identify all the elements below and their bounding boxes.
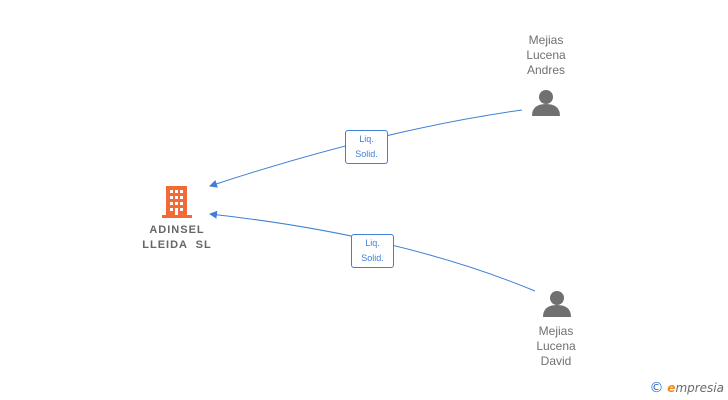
copyright-icon: © — [649, 380, 664, 396]
relation-label-line: Liq. — [359, 134, 374, 144]
relation-label-line: Solid. — [361, 253, 384, 263]
relation-label-line: Solid. — [355, 149, 378, 159]
person-name-line: Andres — [526, 63, 566, 77]
company-name-line: LLEIDA SL — [142, 239, 212, 251]
company-name-line: ADINSEL — [149, 224, 205, 236]
relation-label-line: Liq. — [365, 238, 380, 248]
building-icon[interactable] — [162, 186, 192, 218]
person-icon[interactable] — [543, 291, 571, 317]
brand-logo-e: e — [667, 381, 676, 395]
person-name-line: Mejias — [528, 33, 564, 47]
relation-label-andres[interactable]: Liq. Solid. — [345, 130, 388, 164]
person-label-andres[interactable]: Mejias Lucena Andres — [514, 33, 578, 78]
person-name-line: Lucena — [536, 339, 576, 353]
brand-watermark: © empresia — [649, 380, 724, 396]
person-name-line: Mejias — [538, 324, 574, 338]
person-name-line: Lucena — [526, 48, 566, 62]
person-name-line: David — [540, 354, 572, 368]
relation-label-david[interactable]: Liq. Solid. — [351, 234, 394, 268]
person-icon[interactable] — [532, 90, 560, 116]
company-label[interactable]: ADINSEL LLEIDA SL — [132, 223, 222, 253]
brand-logo-text: mpresia — [675, 381, 724, 395]
person-label-david[interactable]: Mejias Lucena David — [524, 324, 588, 369]
